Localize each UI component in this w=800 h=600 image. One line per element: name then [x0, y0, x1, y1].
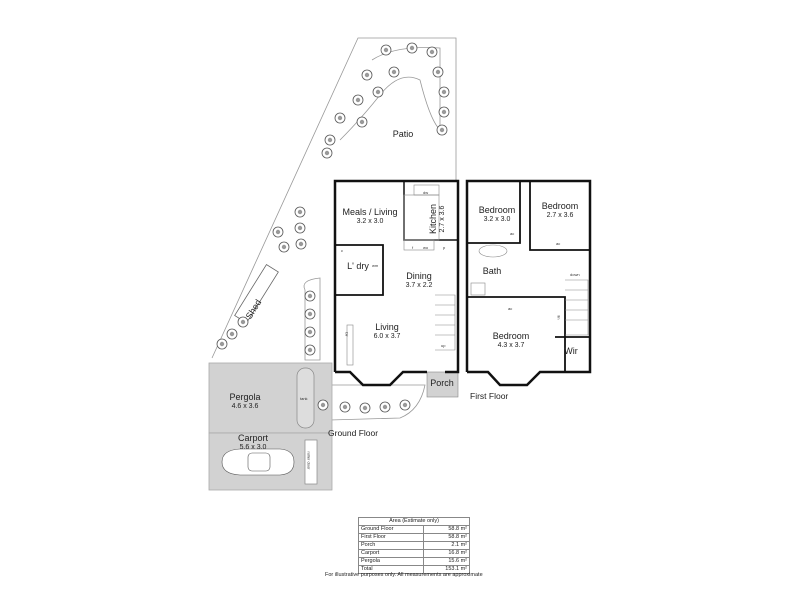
tree-icon-center — [320, 402, 326, 408]
roller-door — [304, 439, 318, 485]
fixture-tank: tank — [300, 396, 308, 401]
tree-icon-center — [429, 49, 435, 55]
car-icon — [221, 448, 295, 476]
tree-icon-center — [337, 115, 343, 121]
room-porch: Porch — [430, 378, 454, 388]
tree-icon-center — [324, 150, 330, 156]
trees — [216, 42, 450, 414]
tree-icon-center — [364, 72, 370, 78]
tree-icon-center — [435, 69, 441, 75]
porch-area — [426, 371, 459, 398]
tree-icon-center — [297, 209, 303, 215]
fixture-dw: dw — [423, 190, 429, 195]
fixture-ac-2: ac — [556, 241, 561, 246]
tree-icon-center — [240, 319, 246, 325]
room-bath: Bath — [482, 266, 502, 276]
tree-icon-center — [307, 347, 313, 353]
room-laundry: L' dry — [347, 261, 369, 271]
room-wir: Wir — [564, 346, 578, 356]
tree-icon-center — [441, 89, 447, 95]
fixture-c: c — [341, 248, 343, 253]
fixture-ac-3: ac — [508, 306, 513, 311]
tree-icon-center — [441, 109, 447, 115]
tree-icon-center — [219, 341, 225, 347]
tree-icon-center — [281, 244, 287, 250]
fixture-p: p — [443, 245, 446, 250]
tree-icon-center — [307, 311, 313, 317]
fixture-roller-door: roller door — [306, 451, 312, 470]
area-table-title: Area (Estimate only) — [358, 517, 470, 526]
fixture-wm: wm — [372, 263, 379, 268]
stairs-down: down — [570, 272, 580, 277]
tree-icon-center — [362, 405, 368, 411]
fixture-ac-1: ac — [510, 231, 515, 236]
fixture-bir: bir — [344, 332, 350, 337]
tree-icon-center — [359, 119, 365, 125]
tree-icon-center — [383, 47, 389, 53]
fixture-lin: lin — [556, 315, 562, 320]
tree-icon-center — [342, 404, 348, 410]
first-floor-fixtures — [470, 244, 589, 336]
fixture-wo: wo — [423, 245, 429, 250]
ground-floor-label: Ground Floor — [328, 428, 379, 438]
tree-icon-center — [327, 137, 333, 143]
tree-icon-center — [391, 69, 397, 75]
room-patio: Patio — [392, 129, 414, 139]
tree-icon-center — [229, 331, 235, 337]
tree-icon-center — [307, 329, 313, 335]
water-tank — [296, 367, 315, 429]
tree-icon-center — [375, 89, 381, 95]
first-floor-walls — [465, 179, 592, 387]
tree-icon-center — [298, 241, 304, 247]
ground-floor-fixtures — [346, 184, 456, 366]
tree-icon-center — [275, 229, 281, 235]
first-floor-label: First Floor — [470, 391, 509, 401]
stairs-up: up — [441, 343, 446, 348]
tree-icon-center — [355, 97, 361, 103]
fixture-f: f — [412, 245, 414, 250]
disclaimer-caption: For illustrative purposes only. All meas… — [325, 572, 483, 578]
tree-icon-center — [439, 127, 445, 133]
tree-icon-center — [409, 45, 415, 51]
tree-icon-center — [297, 225, 303, 231]
tree-icon-center — [382, 404, 388, 410]
tree-icon-center — [402, 402, 408, 408]
tree-icon-center — [307, 293, 313, 299]
